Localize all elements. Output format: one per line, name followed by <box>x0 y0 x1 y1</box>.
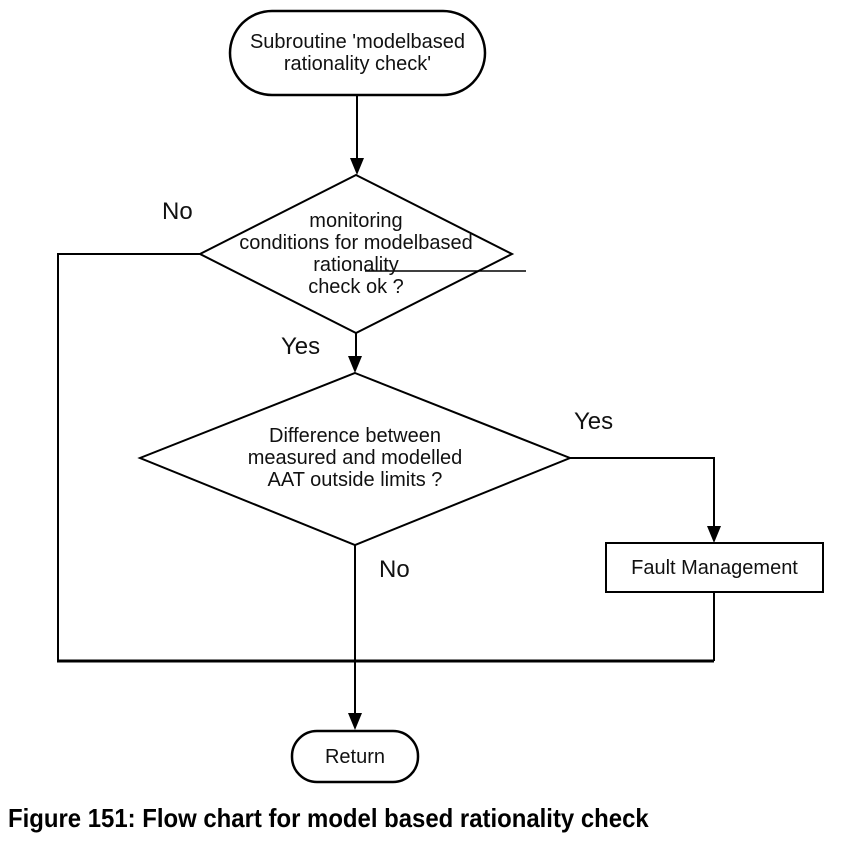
fault-process-shape <box>605 542 824 593</box>
edge-label-no-monitoring: No <box>162 198 193 225</box>
figure-caption: Figure 151: Flow chart for model based r… <box>8 803 649 833</box>
edge-no-loop-left <box>57 253 200 661</box>
start-label-line2: rationality check' <box>283 53 432 75</box>
fault-label-text: Fault Management <box>631 556 798 579</box>
start-label-line1: Subroutine 'modelbased <box>249 31 466 53</box>
edge-label-yes-monitoring: Yes <box>281 333 321 360</box>
arrowhead-into-decision2 <box>348 356 362 373</box>
return-terminator-shape <box>290 729 420 784</box>
edge-label-yes-difference: Yes <box>574 408 614 435</box>
arrowhead-into-decision1 <box>350 158 364 175</box>
arrowhead-into-return <box>348 713 362 730</box>
decision1-line4: check ok ? <box>308 276 404 298</box>
arrowhead-into-fault <box>707 526 721 543</box>
fault-process-label: Fault Management <box>606 543 823 592</box>
decision2-line3: AAT outside limits ? <box>267 469 443 491</box>
start-terminator-label: Subroutine 'modelbased rationality check… <box>230 11 485 95</box>
return-terminator-label: Return <box>292 731 418 782</box>
edge-yes-to-fault <box>570 457 715 527</box>
decision1-label: monitoring conditions for modelbased rat… <box>206 210 506 298</box>
decision2-label: Difference between measured and modelled… <box>205 424 505 492</box>
decision1-line2: conditions for modelbased <box>239 232 473 254</box>
decision2-line1: Difference between <box>269 425 441 447</box>
decision2-line2: measured and modelled <box>247 447 463 469</box>
edge-label-no-difference: No <box>379 556 410 583</box>
decision1-line3: rationality <box>313 254 399 276</box>
return-label-text: Return <box>324 745 386 768</box>
decision1-line1: monitoring <box>309 210 403 232</box>
